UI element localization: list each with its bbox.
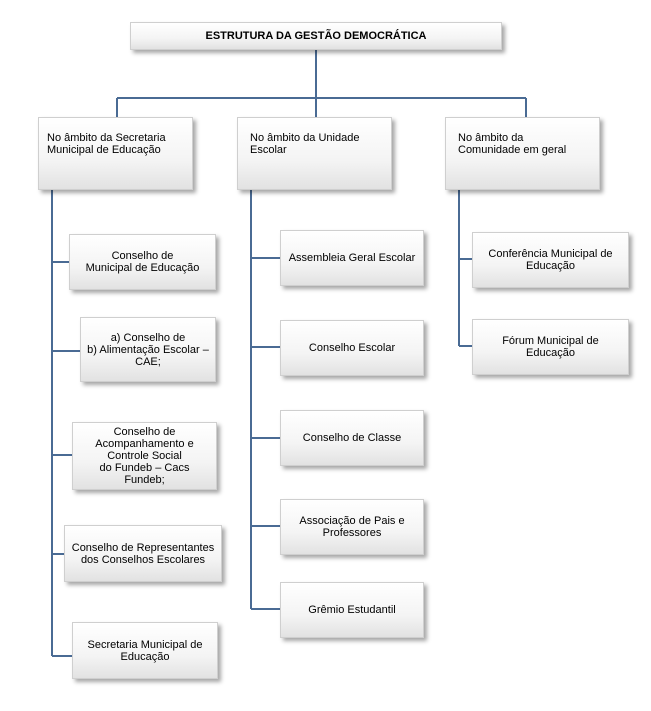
item-line: Conselho de Classe xyxy=(302,432,402,444)
item-conselho-alimentacao-escolar: a) Conselho de b) Alimentação Escolar – … xyxy=(80,317,216,382)
item-line: Controle Social xyxy=(107,450,182,462)
item-conferencia-municipal: Conferência Municipal de Educação xyxy=(472,232,629,288)
category-label: No âmbito da Secretaria Municipal de Edu… xyxy=(47,132,166,156)
item-line: Municipal de Educação xyxy=(85,262,200,274)
item-line: Fórum Municipal de xyxy=(502,335,599,347)
item-line: Conselho Escolar xyxy=(308,342,396,354)
item-line: Educação xyxy=(526,260,575,272)
item-line: dos Conselhos Escolares xyxy=(80,553,206,566)
item-conselho-escolar: Conselho Escolar xyxy=(280,320,424,376)
item-conselho-representantes: Conselho de Representantes dos Conselhos… xyxy=(64,525,222,582)
item-line: Grêmio Estudantil xyxy=(308,604,396,616)
item-assembleia-geral: Assembleia Geral Escolar xyxy=(280,230,424,286)
item-line: b) Alimentação Escolar – xyxy=(87,343,209,356)
item-forum-municipal: Fórum Municipal de Educação xyxy=(472,319,629,375)
category-label: No âmbito da Unidade Escolar xyxy=(250,132,360,156)
item-line: Conferência Municipal de xyxy=(488,248,613,260)
item-line: a) Conselho de xyxy=(110,331,186,344)
item-line: Secretaria Municipal de xyxy=(87,638,203,651)
category-comunidade: No âmbito da Comunidade em geral xyxy=(445,117,600,190)
diagram-title: ESTRUTURA DA GESTÃO DEMOCRÁTICA xyxy=(130,22,502,50)
category-secretaria: No âmbito da Secretaria Municipal de Edu… xyxy=(38,117,193,190)
item-line: Professores xyxy=(322,527,382,539)
item-line: CAE; xyxy=(135,355,161,368)
item-line: Conselho de Representantes xyxy=(71,541,215,554)
item-conselho-municipal-educacao: Conselho de Municipal de Educação xyxy=(69,234,216,290)
item-gremio-estudantil: Grêmio Estudantil xyxy=(280,582,424,638)
item-line: Fundeb; xyxy=(124,474,165,486)
item-secretaria-municipal: Secretaria Municipal de Educação xyxy=(72,622,218,679)
item-conselho-cacs-fundeb: Conselho de Acompanhamento e Controle So… xyxy=(72,422,217,490)
item-line: Educação xyxy=(526,347,575,359)
item-line: Educação xyxy=(120,650,170,663)
item-conselho-classe: Conselho de Classe xyxy=(280,410,424,466)
item-line: Assembleia Geral Escolar xyxy=(288,252,416,264)
item-line: Acompanhamento e xyxy=(95,438,194,450)
item-line: Conselho de xyxy=(113,426,176,438)
item-associacao-pais: Associação de Pais e Professores xyxy=(280,499,424,555)
category-unidade-escolar: No âmbito da Unidade Escolar xyxy=(237,117,392,190)
item-line: do Fundeb – Cacs xyxy=(99,462,190,474)
item-line: Conselho de xyxy=(111,250,174,262)
item-line: Associação de Pais e xyxy=(299,515,405,527)
category-label: No âmbito da Comunidade em geral xyxy=(458,132,567,156)
